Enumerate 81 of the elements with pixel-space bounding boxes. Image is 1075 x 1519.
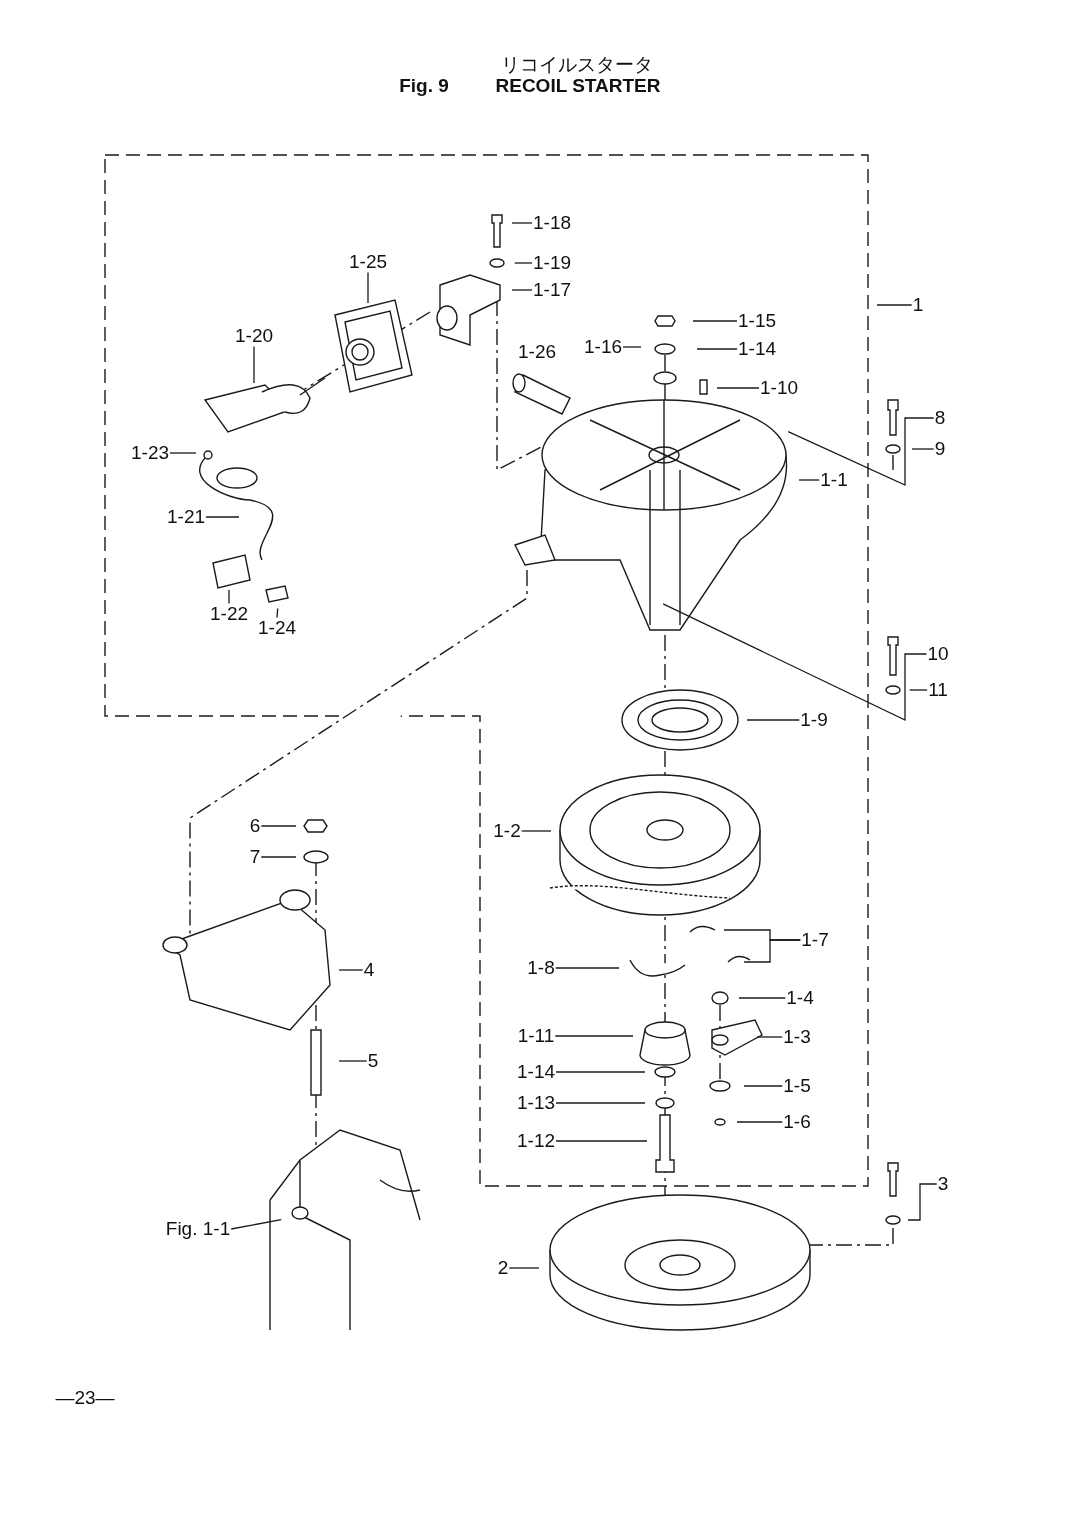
callout-number: 1-19 — [532, 252, 572, 274]
callout-number: 1-17 — [532, 279, 572, 301]
callout-number: 11 — [927, 679, 949, 701]
callout-number: 1-6 — [782, 1111, 812, 1133]
leader-line — [738, 997, 786, 999]
callout-number: 1-5 — [782, 1075, 812, 1097]
leader-line — [756, 1036, 783, 1038]
figure-title: RECOIL STARTER — [495, 75, 661, 97]
callout-number: 1-14 — [737, 338, 777, 360]
callout-number: 1-8 — [526, 957, 556, 979]
leader-line — [555, 1071, 646, 1073]
callout-number: 4 — [362, 959, 376, 981]
callout-number: 1-4 — [785, 987, 815, 1009]
leader-line — [511, 222, 533, 224]
leader-line — [253, 345, 255, 384]
callout-number: 1-25 — [348, 251, 388, 273]
callout-number: 8 — [933, 407, 947, 429]
leader-line — [276, 607, 279, 619]
callout-number: 1-26 — [518, 341, 556, 363]
leader-line — [367, 271, 369, 304]
callout-number: 1-2 — [492, 820, 522, 842]
leader-line — [555, 1140, 648, 1142]
callout-number: 2 — [496, 1257, 510, 1279]
callout-number: 9 — [933, 438, 947, 460]
figure-title: リコイルスタータ — [501, 54, 653, 76]
callout-number: 1-15 — [737, 310, 777, 332]
leader-line — [230, 1219, 282, 1230]
leader-line — [911, 448, 935, 450]
callout-number: 1-22 — [209, 603, 249, 625]
leader-line — [876, 304, 913, 306]
leader-line — [260, 856, 297, 858]
leader-line — [746, 719, 800, 721]
callout-number: 1-16 — [583, 336, 623, 358]
callout-number: 7 — [248, 846, 262, 868]
leader-line — [696, 348, 738, 350]
leader-line — [205, 516, 240, 518]
leader-line — [743, 1085, 783, 1087]
leader-line — [787, 417, 935, 486]
callout-number: 5 — [366, 1050, 380, 1072]
leader-line — [662, 603, 928, 722]
leader-line — [743, 939, 801, 963]
leader-line — [511, 289, 533, 291]
leader-line — [521, 830, 552, 832]
leader-line — [338, 969, 364, 971]
leader-line — [338, 1060, 368, 1062]
callout-number: 1-12 — [516, 1130, 556, 1152]
callout-number: 1-18 — [532, 212, 572, 234]
callout-number: 1-20 — [234, 325, 274, 347]
caption-text: Fig. 9 — [399, 75, 449, 97]
callout-number: 1-13 — [516, 1092, 556, 1114]
callout-number: 10 — [926, 643, 950, 665]
leader-line — [555, 967, 620, 969]
callout-number: 3 — [936, 1173, 950, 1195]
callout-number: 1-23 — [130, 442, 170, 464]
callout-number: 1-24 — [257, 617, 297, 639]
leader-line — [907, 1183, 938, 1221]
leader-line — [798, 479, 820, 481]
callout-number: 1-11 — [516, 1025, 556, 1047]
leader-line — [228, 589, 230, 605]
callout-number: 6 — [248, 815, 262, 837]
callout-number: 1 — [911, 294, 925, 316]
leader-line — [622, 346, 642, 348]
callout-number: 1-14 — [516, 1061, 556, 1083]
leader-line — [909, 689, 928, 691]
callout-number: 1-7 — [800, 929, 830, 951]
leader-line — [555, 1102, 646, 1104]
leader-line — [554, 1035, 634, 1037]
figure-reference: Fig. 1-1 — [164, 1218, 232, 1240]
leader-line — [260, 825, 297, 827]
callout-number: 1-10 — [759, 377, 799, 399]
leader-line — [716, 387, 760, 389]
leader-line — [508, 1267, 540, 1269]
callout-number: 1-21 — [166, 506, 206, 528]
page-number: —23— — [55, 1387, 115, 1409]
callout-number: 1-3 — [782, 1026, 812, 1048]
leader-line — [169, 452, 197, 454]
leader-line — [514, 262, 533, 264]
callout-number: 1-1 — [819, 469, 849, 491]
callout-number: 1-9 — [799, 709, 829, 731]
leader-line — [736, 1121, 783, 1123]
leader-line — [692, 320, 738, 322]
